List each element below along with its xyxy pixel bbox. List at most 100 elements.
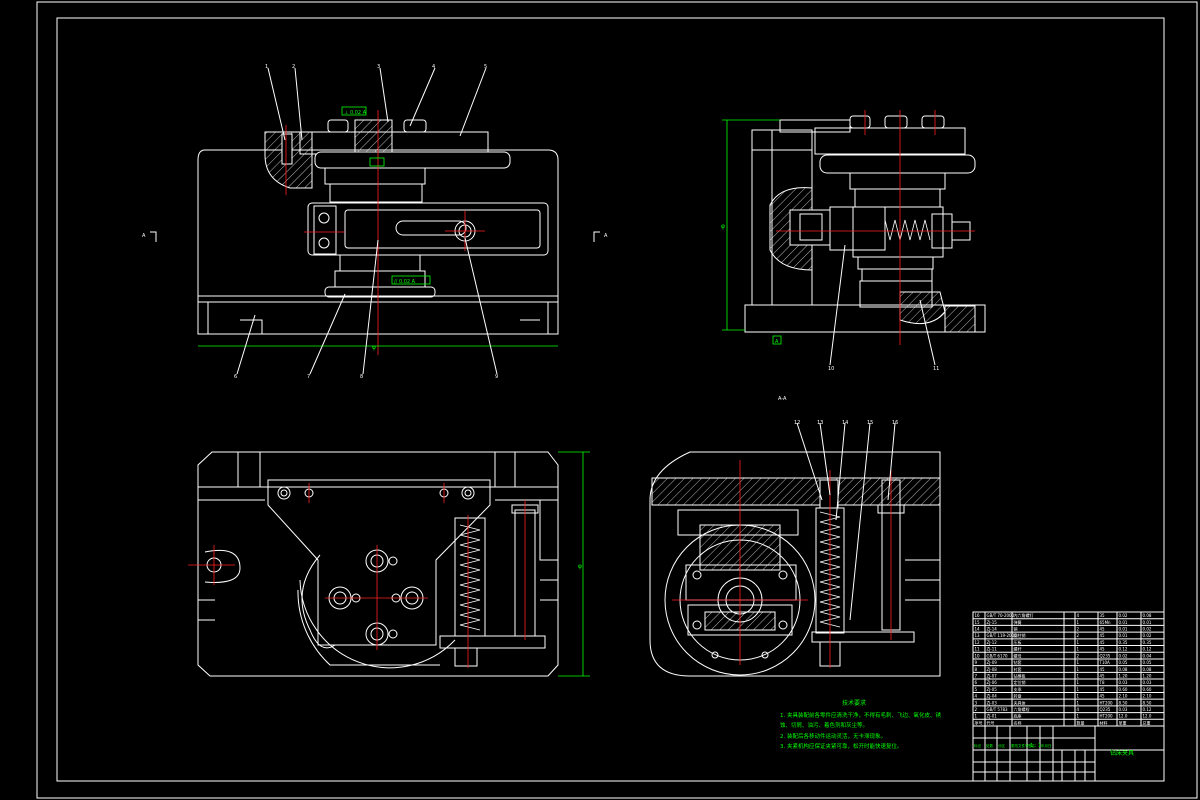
bom-cell: 支承: [1014, 686, 1022, 692]
tolerance-frame-mid: // 0.02 A: [394, 279, 416, 285]
bom-cell: 0.60: [1119, 687, 1128, 692]
bom-cell: 压板: [1014, 639, 1022, 645]
bom-cell: 12.0: [1143, 714, 1152, 719]
bom-cell: 7: [975, 673, 978, 678]
bom-cell: 0.01: [1119, 633, 1128, 638]
bom-cell: 转盘: [1014, 693, 1022, 699]
bom-cell: 10: [975, 653, 981, 658]
bom-cell: HT200: [1100, 700, 1114, 705]
title-block-label: 分区: [998, 743, 1006, 748]
bom-cell: 45: [1100, 647, 1106, 652]
bom-cell: 0.35: [1143, 640, 1152, 645]
bom-cell: 45: [1100, 633, 1106, 638]
callout-3: 3: [377, 64, 380, 70]
bom-cell: 0.01: [1143, 620, 1152, 625]
bom-cell: 0.02: [1119, 653, 1128, 658]
bom-cell: 1: [1077, 660, 1080, 665]
bom-cell: 夹具体: [1014, 699, 1026, 705]
bom-cell: ZJ-07: [987, 673, 998, 678]
bom-cell: 1.20: [1119, 673, 1128, 678]
bom-cell: 1: [1077, 620, 1080, 625]
bom-cell: 1: [1077, 694, 1080, 699]
bom-cell: 2: [975, 707, 978, 712]
bom-cell: 0.02: [1143, 627, 1152, 632]
bom-cell: T10A: [1099, 660, 1111, 665]
bom-cell: 弹簧: [1014, 619, 1022, 625]
bom-cell: 0.05: [1119, 660, 1128, 665]
bom-cell: 45: [1100, 627, 1106, 632]
title-block: 钻床夹具 1 : 1 标记处数分区更改文件号签名年月日: [972, 725, 1165, 782]
title-block-label: 处数: [986, 743, 994, 748]
bom-cell: 0.35: [1119, 640, 1128, 645]
datum-label: A: [775, 339, 779, 345]
bom-cell: 45: [1100, 673, 1106, 678]
bom-cell: ZJ-15: [987, 620, 998, 625]
bom-cell: 2.10: [1119, 694, 1128, 699]
callout-15: 15: [867, 420, 873, 426]
title-block-label: 更改文件号: [1011, 743, 1029, 748]
title-block-label: 标记: [974, 743, 982, 748]
bom-cell: 0.02: [1143, 633, 1152, 638]
bom-cell: 12: [975, 640, 981, 645]
bom-cell: ZJ-12: [987, 640, 998, 645]
bom-cell: 2: [1077, 633, 1080, 638]
callout-8: 8: [360, 374, 363, 380]
bom-cell: 4: [975, 694, 978, 699]
bom-cell: ZJ-05: [987, 687, 998, 692]
bom-cell: 六角螺栓: [1014, 706, 1030, 712]
sheet-scale: 1 : 1: [1030, 743, 1041, 749]
bom-cell: 9: [975, 660, 978, 665]
bom-cell: ZJ-09: [987, 660, 998, 665]
bom-cell: 0.12: [1143, 707, 1152, 712]
bom-cell: 3: [975, 700, 978, 705]
front-view: φ ⊥ 0.02 A // 0.02 A 1 2 3 4 5 6 7 8 9 A: [142, 64, 608, 380]
bom-cell: 1: [1077, 673, 1080, 678]
bom-cell: 底座: [1014, 713, 1022, 719]
bom-cell: 1: [1077, 700, 1080, 705]
bom-cell: 4: [1077, 613, 1080, 618]
bom-cell: 45: [1100, 667, 1106, 672]
bom-cell: 内六角螺钉: [1014, 612, 1034, 618]
bom-cell: ZJ-14: [987, 627, 998, 632]
inner-border: [56, 17, 1165, 782]
bom-cell: GB/T 6170: [987, 653, 1009, 658]
tech-req-line-3: 2. 装配后各移动件运动灵活，无卡滞现象。: [780, 732, 886, 740]
bom-cell: 6: [975, 680, 978, 685]
section-cut-left: A: [142, 233, 146, 239]
callout-14: 14: [842, 420, 848, 426]
bom-cell: 1: [1077, 714, 1080, 719]
bom-header-cell: 材料: [1100, 719, 1108, 725]
bom-cell: 1: [1077, 667, 1080, 672]
bom-cell: GB/T 70-2000: [987, 613, 1015, 618]
callout-16: 16: [892, 420, 898, 426]
bom-header-cell: 代号: [987, 719, 995, 725]
callout-5: 5: [484, 64, 487, 70]
bom-cell: ZJ-08: [987, 667, 998, 672]
callout-12: 12: [794, 420, 800, 426]
bom-cell: 2.10: [1143, 694, 1152, 699]
callout-13: 13: [817, 420, 823, 426]
bom-cell: GB/T 119-2000: [987, 633, 1018, 638]
bom-cell: 8: [975, 667, 978, 672]
bom-cell: 45: [1100, 640, 1106, 645]
bom-cell: ZJ-06: [987, 680, 998, 685]
bom-cell: 螺母: [1014, 652, 1022, 658]
bom-cell: 1: [1077, 687, 1080, 692]
bom-cell: GB/T 5783: [987, 707, 1009, 712]
side-view: φ A 10 11: [721, 110, 986, 372]
title-block-label: 签名: [1028, 743, 1035, 748]
bom-cell: 13: [975, 633, 981, 638]
bom-cell: 销: [1014, 626, 1018, 632]
callout-7: 7: [307, 374, 310, 380]
callout-1: 1: [265, 64, 268, 70]
bom-cell: 8.50: [1143, 700, 1152, 705]
bom-cell: 1: [1077, 647, 1080, 652]
side-height-dim: φ: [721, 223, 725, 230]
bom-cell: HT200: [1100, 714, 1114, 719]
bom-cell: Q235: [1100, 707, 1111, 712]
tech-req-line-4: 3. 夹紧机构应保证夹紧可靠，松开时能快速复位。: [780, 742, 903, 750]
bom-cell: 衬套: [1014, 666, 1022, 672]
bom-cell: 0.03: [1119, 680, 1128, 685]
tech-req-line-1: 1. 夹具装配前各零件应清洗干净，不得有毛刺、飞边、氧化皮、锈: [780, 711, 941, 719]
